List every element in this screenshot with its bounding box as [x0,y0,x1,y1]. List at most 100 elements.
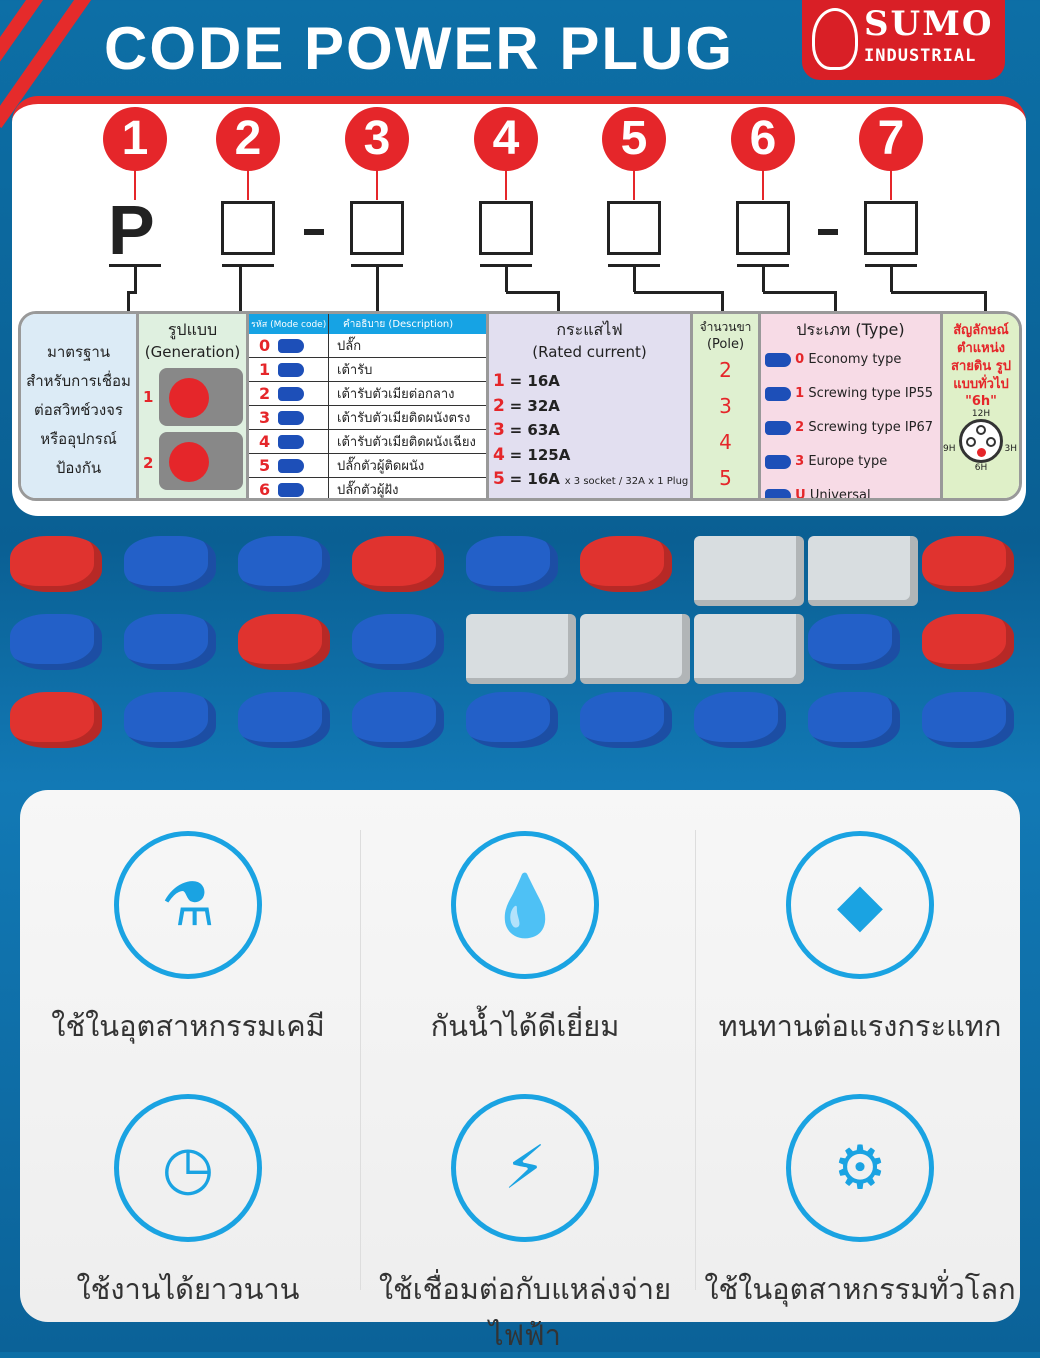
bracket-line [376,266,379,312]
plug-icon [278,458,305,473]
bracket-line [737,264,789,267]
bracket-line [351,264,403,267]
product-blue-plug [124,692,216,748]
current-value: = 32A [509,396,560,415]
connector-line [890,170,892,200]
bracket-line [128,291,137,294]
code-separator [304,229,324,235]
mode-code: 0 [259,336,271,355]
plug-photo [159,368,243,426]
bracket-line [763,291,837,294]
feature-label: ทนทานต่อแรงกระแทก [718,1009,1002,1043]
mode-code: 5 [259,456,271,475]
generation-1: 1 [143,388,154,406]
product-blue-plug [10,614,102,670]
plug-icon [278,338,305,353]
type-row: 3 Europe type [761,445,940,479]
plug-icon [278,386,305,401]
type-label: Screwing type IP67 [808,420,934,435]
bracket-line [134,266,137,292]
current-value: = 125A [509,445,571,464]
type-row: U Universal [761,479,940,501]
mode-desc-header: คำอธิบาย (Description) [343,318,454,330]
type-label: Economy type [808,352,902,367]
mode-row: 5 ปลั๊กตัวผู้ติดผนัง [249,454,486,478]
code-digit-3: 3 [345,107,409,171]
bracket-line [891,291,987,294]
bracket-line [984,291,987,312]
current-code: 4 [493,444,505,465]
connector-line [376,170,378,200]
pole-subtitle: (Pole) [706,337,745,352]
mode-desc: ปลั๊กตัวผู้ติดผนัง [337,459,425,474]
type-label: Screwing type IP55 [808,386,934,401]
current-row: 5 = 16A x 3 socket / 32A x 1 Plug [493,467,690,495]
current-value: = 16A [509,372,560,390]
code-box-5 [607,201,661,255]
plug-icon [278,410,305,425]
mode-code: 3 [259,408,271,427]
type-code: U [795,488,806,501]
type-label: Europe type [808,454,888,469]
bracket-line [480,264,532,267]
bracket-line [222,264,274,267]
feature-label: ใช้ในอุตสาหกรรมเคมี [51,1009,325,1043]
pole-title: จำนวนขา [699,320,752,334]
product-blue-plug [466,692,558,748]
mode-column: รหัส (Mode code) คำอธิบาย (Description) … [249,314,489,498]
current-title: กระแสไฟ [556,320,623,339]
plug-icon [278,362,305,377]
current-note: x 3 socket / 32A x 1 Plug [564,476,689,487]
code-table: มาตรฐาน สำหรับการเชื่อม ต่อสวิทช์วงจร หร… [18,311,1022,501]
plug-icon [765,454,791,469]
mode-desc: เต้ารับ [337,363,373,378]
water-drop-icon: 💧 [451,831,599,979]
bracket-line [127,291,130,312]
product-grey-plug [580,614,690,684]
mode-code-header: รหัส (Mode code) [249,314,329,334]
product-gallery [0,528,1040,778]
code-box-3 [350,201,404,255]
feature-label: ใช้งานได้ยาวนาน [76,1272,300,1306]
plug-icon [765,488,791,498]
logo-text: SUMO [864,4,994,44]
lightning-icon: ⚡ [451,1094,599,1242]
product-blue-plug [694,692,786,748]
code-digit-2: 2 [216,107,280,171]
h12-label: 12H [971,409,991,419]
mode-desc: เต้ารับตัวเมียติดผนังเฉียง [337,435,476,450]
product-blue-plug [808,692,900,748]
type-row: 0 Economy type [761,343,940,377]
current-row: 3 = 63A [493,418,690,443]
current-row: 4 = 125A [493,443,690,468]
bracket-line [834,291,837,312]
product-blue-plug [352,614,444,670]
type-row: 1 Screwing type IP55 [761,377,940,411]
product-grey-plug [694,536,804,606]
type-row: 2 Screwing type IP67 [761,411,940,445]
product-blue-plug [352,692,444,748]
mode-code: 4 [259,432,271,451]
plug-icon [278,434,305,449]
bracket-line [633,266,636,292]
chemical-icon: ⚗ [114,831,262,979]
pole-value: 3 [719,394,732,418]
bracket-line [762,266,765,292]
bracket-line [506,291,560,294]
mode-desc: ปลั๊กตัวผู้ฝัง [337,483,399,498]
bracket-line [608,264,660,267]
bracket-line [634,291,724,294]
product-red-plug [580,536,672,592]
type-title: ประเภท (Type) [796,320,905,339]
h6-label: 6H [974,463,988,473]
code-box-2 [221,201,275,255]
bracket-line [239,266,242,312]
standard-text: มาตรฐาน สำหรับการเชื่อม ต่อสวิทช์วงจร หร… [26,343,131,477]
bracket-line [109,264,161,267]
product-red-plug [922,614,1014,670]
